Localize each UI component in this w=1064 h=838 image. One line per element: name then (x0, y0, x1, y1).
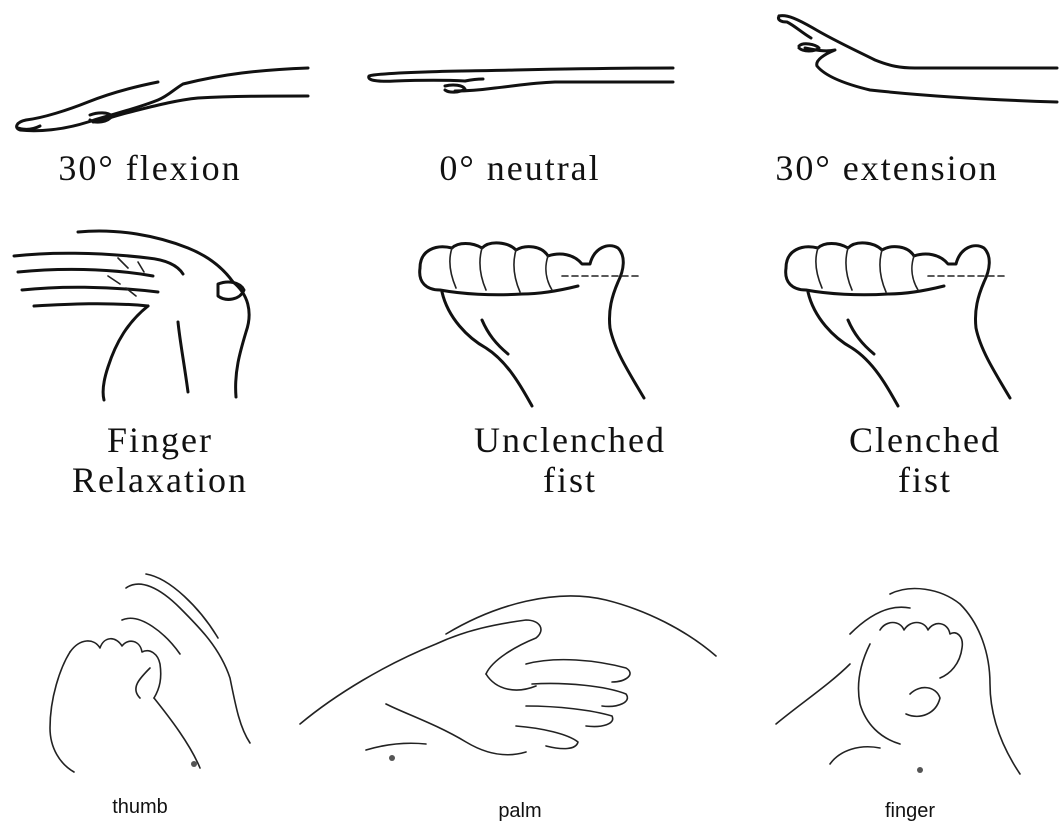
caption-finger: finger (860, 800, 960, 822)
finger-massage-icon (770, 574, 1060, 784)
palm-massage-icon (296, 574, 726, 774)
caption-thumb: thumb (90, 796, 190, 818)
caption-flexion: 30° flexion (0, 148, 300, 188)
caption-palm: palm (470, 800, 570, 822)
thumb-massage-icon (30, 568, 270, 778)
caption-clenched-fist: Clenched fist (790, 420, 1060, 500)
extended-wrist-icon (775, 10, 1060, 110)
caption-finger-relaxation: Finger Relaxation (20, 420, 300, 500)
caption-unclenched-fist: Unclenched fist (420, 420, 720, 500)
flexed-wrist-icon (8, 60, 313, 140)
caption-extension: 30° extension (712, 148, 1062, 188)
open-hand-icon (8, 222, 268, 402)
fist-icon (778, 238, 1018, 408)
unclenched-fist-icon (412, 238, 652, 408)
caption-neutral: 0° neutral (365, 148, 675, 188)
neutral-wrist-icon (365, 60, 677, 100)
